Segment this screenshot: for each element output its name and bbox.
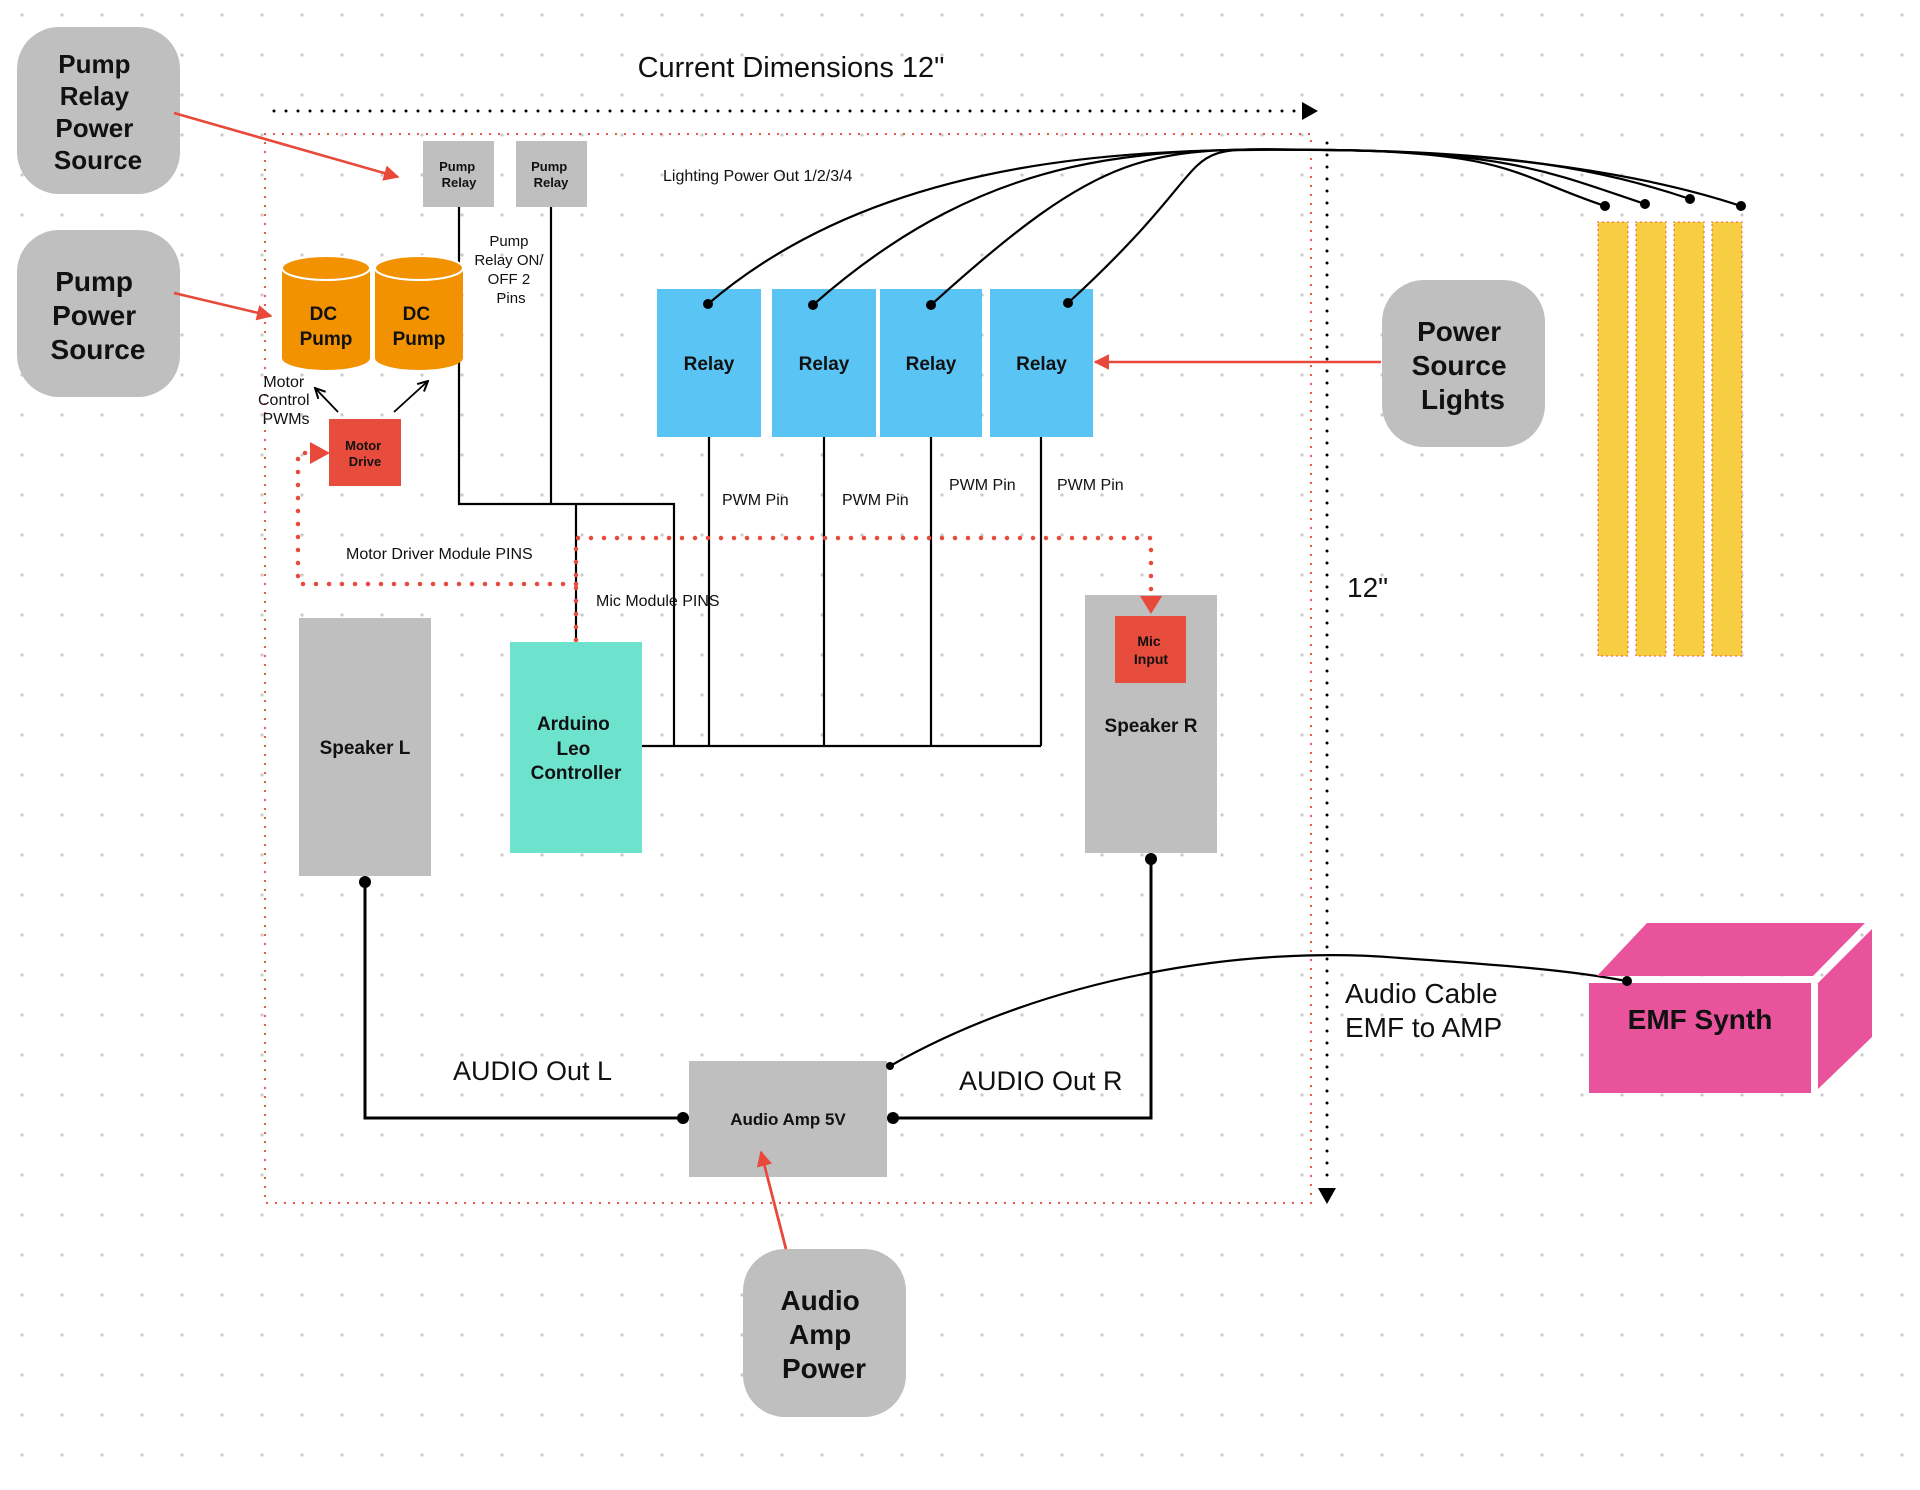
mic-module-pins-label: Mic Module PINS — [596, 593, 720, 610]
light-strip-3[interactable] — [1673, 221, 1705, 657]
relay-4-body — [990, 289, 1093, 437]
mic-input[interactable]: Mic Input — [1115, 616, 1186, 683]
audio-out-right-label: AUDIO Out R — [959, 1066, 1123, 1096]
audio-amp-power-source-label: Audio Amp Power — [780, 1285, 867, 1384]
audio-cable-emf-end — [1622, 976, 1632, 986]
motor-control-arrow-1 — [315, 388, 339, 413]
audio-amp[interactable]: Audio Amp 5V — [689, 1061, 887, 1177]
height-dimension-label: 12" — [1347, 572, 1388, 603]
relay-1[interactable]: Relay — [657, 289, 761, 437]
relay-3-output-terminal — [926, 300, 936, 310]
enclosure-boundary — [263, 132, 1313, 1205]
relay-2-body — [772, 289, 876, 437]
pump-power-source-label: Pump Power Source — [51, 266, 146, 365]
audio-amp-label: Audio Amp 5V — [730, 1110, 846, 1129]
relay-2[interactable]: Relay — [772, 289, 876, 437]
audio-amp-power-arrow-front — [756, 1150, 788, 1250]
relay-1-label: Relay — [684, 354, 735, 375]
audio-out-left-wire — [363, 882, 683, 1120]
emf-synth[interactable]: EMF Synth — [1589, 923, 1872, 1093]
lights-power-source[interactable]: Power Source Lights — [1382, 280, 1545, 447]
pump-relay-note: Pump Relay ON/ OFF 2 Pins — [474, 233, 547, 307]
wiring — [457, 207, 1043, 748]
motor-driver-signal-path — [295, 450, 579, 587]
relay-4-output-terminal — [1063, 298, 1073, 308]
light-strip-2[interactable] — [1635, 221, 1667, 657]
light-strips — [1597, 221, 1743, 657]
speaker-right-connector — [1145, 853, 1157, 865]
light-strip-terminal-3 — [1685, 194, 1695, 204]
pump-relay-power-source-label: Pump Relay Power Source — [54, 49, 142, 175]
pump-relay-2[interactable]: Pump Relay — [516, 141, 587, 207]
arduino-controller-label: Arduino Leo Controller — [531, 714, 622, 784]
relay-1-output-terminal — [703, 299, 713, 309]
light-strip-1[interactable] — [1597, 221, 1629, 657]
speaker-left-connector — [359, 876, 371, 888]
relay-3-pwm-pin-label: PWM Pin — [949, 477, 1016, 494]
amp-left-connector — [677, 1112, 689, 1124]
lighting-power-out-label: Lighting Power Out 1/2/3/4 — [663, 168, 853, 185]
pump-power-source[interactable]: Pump Power Source — [17, 230, 180, 397]
relay-3-body — [880, 289, 982, 437]
relay-3[interactable]: Relay — [880, 289, 982, 437]
emf-synth-top-face — [1597, 923, 1865, 976]
dc-pump-1-label: DC Pump — [300, 304, 353, 350]
audio-amp-power-source[interactable]: Audio Amp Power — [743, 1249, 906, 1417]
height-dimension-arrowhead — [1318, 1188, 1336, 1204]
dimensions-title: Current Dimensions 12" — [638, 52, 945, 84]
speaker-left[interactable]: Speaker L — [299, 618, 431, 876]
pump-relay-1[interactable]: Pump Relay — [423, 141, 494, 207]
mic-signal-arrowhead-top — [1140, 596, 1162, 614]
pump-relay-2-label: Pump Relay — [531, 159, 571, 190]
lighting-power-cables — [703, 148, 1746, 310]
audio-out-right-wire — [893, 859, 1153, 1120]
relay-4-pwm-pin-label: PWM Pin — [1057, 477, 1124, 494]
mic-input-label: Mic Input — [1134, 633, 1169, 667]
emf-synth-side-face — [1818, 929, 1872, 1089]
dc-pump-2-label: DC Pump — [393, 304, 446, 350]
emf-synth-label: EMF Synth — [1628, 1004, 1773, 1035]
relay-1-pwm-pin-label: PWM Pin — [722, 492, 789, 509]
relay-4-label: Relay — [1016, 354, 1067, 375]
relay-1-body — [657, 289, 761, 437]
light-strip-terminal-1 — [1600, 201, 1610, 211]
audio-cable-label: Audio Cable EMF to AMP — [1345, 978, 1505, 1043]
relay-2-label: Relay — [799, 354, 850, 375]
relay-2-pwm-pin-label: PWM Pin — [842, 492, 909, 509]
arduino-controller[interactable]: Arduino Leo Controller — [510, 642, 642, 853]
motor-control-note: Motor Control PWMs — [258, 374, 314, 428]
speaker-left-label: Speaker L — [320, 738, 411, 759]
motor-drive[interactable]: Motor Drive — [329, 419, 401, 486]
pump-relay-power-arrow — [173, 111, 400, 181]
dc-pump-1[interactable]: DC Pump — [281, 255, 371, 370]
lighting-cable-4 — [1067, 148, 1606, 304]
mic-signal-path — [573, 535, 1154, 643]
light-strip-4[interactable] — [1711, 221, 1743, 657]
motor-drive-label: Motor Drive — [345, 438, 385, 469]
motor-driver-signal-arrowhead — [310, 442, 330, 464]
audio-cable-amp-end — [886, 1062, 894, 1070]
dc-pump-2[interactable]: DC Pump — [374, 255, 464, 370]
motor-control-arrow-2 — [393, 381, 428, 413]
emf-synth-front-face — [1589, 983, 1811, 1093]
relay-2-output-terminal — [808, 300, 818, 310]
pump-relay-power-source[interactable]: Pump Relay Power Source — [17, 27, 180, 194]
light-strip-terminal-2 — [1640, 199, 1650, 209]
audio-cable — [889, 954, 1627, 1067]
pump-relay-1-label: Pump Relay — [439, 159, 479, 190]
speaker-right-label: Speaker R — [1105, 716, 1198, 737]
pump-power-arrow — [173, 291, 273, 321]
light-strip-terminal-4 — [1736, 201, 1746, 211]
width-dimension-arrowhead — [1302, 102, 1318, 120]
amp-right-connector — [887, 1112, 899, 1124]
lights-power-source-label: Power Source Lights — [1412, 316, 1515, 415]
relay-3-label: Relay — [906, 354, 957, 375]
audio-out-left-label: AUDIO Out L — [453, 1056, 612, 1086]
relay-4[interactable]: Relay — [990, 289, 1093, 437]
motor-driver-pins-label: Motor Driver Module PINS — [346, 546, 533, 563]
